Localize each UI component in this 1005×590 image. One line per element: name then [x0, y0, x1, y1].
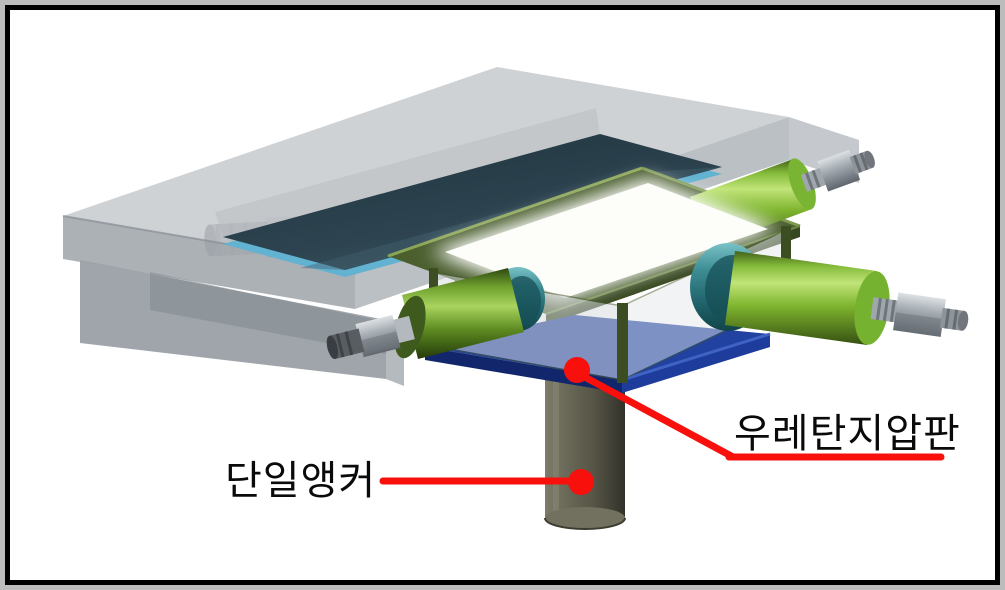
leader-line: [577, 371, 737, 461]
bolt-tip: [957, 310, 969, 331]
plate-top-face: [223, 134, 722, 270]
beam-inner-shadow: [150, 272, 386, 354]
slab-top-face: [63, 67, 789, 266]
bolt-hex-nut: [817, 149, 861, 192]
label-single-anchor: 단일앵커: [225, 459, 376, 503]
rear-right-bolt: [800, 149, 875, 192]
cylinder-body: [725, 251, 877, 345]
front-left-cylinder: [394, 267, 545, 359]
callout-dot: [568, 469, 594, 495]
callout-single-anchor: 단일앵커: [225, 459, 594, 503]
bolt-tip: [326, 335, 339, 360]
blue-plate-front-right-face: [622, 334, 770, 393]
front-right-bolt: [870, 292, 969, 337]
callout-urethane-plate: 우레탄지압판: [564, 357, 961, 461]
bolt-tip: [864, 150, 875, 168]
slab-front-left-face: [63, 216, 355, 309]
front-right-cylinder: [690, 243, 890, 345]
label-urethane-plate: 우레탄지압판: [734, 412, 961, 456]
front-left-bolt: [326, 314, 415, 360]
frame-leg-front: [617, 303, 628, 383]
cylinder-body: [402, 268, 524, 359]
anchor-bottom-face: [545, 507, 625, 529]
